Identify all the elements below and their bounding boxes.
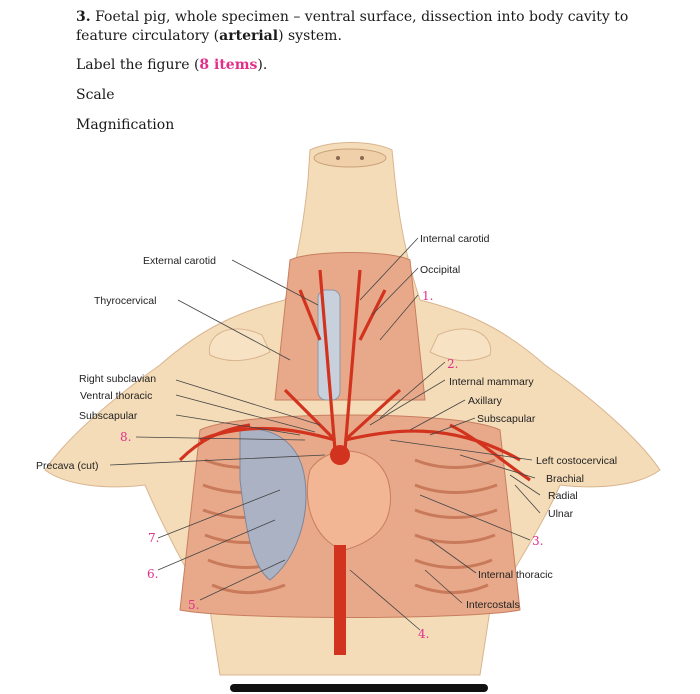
question-number: 3. xyxy=(76,9,91,25)
label-internal-thoracic: Internal thoracic xyxy=(478,569,553,581)
label-occipital: Occipital xyxy=(420,264,460,276)
pig-body xyxy=(44,142,661,676)
number-8: 8. xyxy=(120,430,131,444)
label-suffix: ). xyxy=(257,57,268,73)
label-count: 8 items xyxy=(199,57,258,73)
label-prefix: Label the figure ( xyxy=(76,57,200,73)
question-text-bold: arterial xyxy=(219,28,279,44)
label-external-carotid: External carotid xyxy=(143,255,216,267)
label-subscapular-left: Subscapular xyxy=(79,410,138,422)
label-right-subclavian: Right subclavian xyxy=(79,373,156,385)
label-instruction: Label the figure (8 items). xyxy=(76,57,267,73)
label-internal-mammary: Internal mammary xyxy=(449,376,534,388)
number-6: 6. xyxy=(147,567,158,581)
number-4: 4. xyxy=(418,627,429,641)
question-text-b: ) system. xyxy=(278,28,342,44)
home-indicator[interactable] xyxy=(230,684,488,692)
label-brachial: Brachial xyxy=(546,473,584,485)
label-internal-carotid: Internal carotid xyxy=(420,233,490,245)
label-ulnar: Ulnar xyxy=(548,508,574,520)
question-text: 3. Foetal pig, whole specimen – ventral … xyxy=(76,8,676,46)
leader-lines xyxy=(109,237,541,631)
pig-dissection-figure: Internal carotid External carotid Occipi… xyxy=(36,142,661,676)
label-subscapular-right: Subscapular xyxy=(477,413,536,425)
label-radial: Radial xyxy=(548,490,578,502)
number-5: 5. xyxy=(188,598,199,612)
magnification-field: Magnification xyxy=(76,117,175,133)
number-3: 3. xyxy=(532,534,543,548)
label-thyrocervical: Thyrocervical xyxy=(94,295,156,307)
number-2: 2. xyxy=(447,357,458,371)
number-7: 7. xyxy=(148,531,159,545)
label-axillary: Axillary xyxy=(468,395,503,407)
label-precava: Precava (cut) xyxy=(36,460,98,472)
label-left-costocervical: Left costocervical xyxy=(536,455,617,467)
label-intercostals: Intercostals xyxy=(466,599,520,611)
scale-field: Scale xyxy=(76,87,115,103)
number-1: 1. xyxy=(422,289,433,303)
question-text-a: Foetal pig, whole specimen – ventral sur… xyxy=(76,9,629,44)
label-ventral-thoracic: Ventral thoracic xyxy=(80,390,152,402)
